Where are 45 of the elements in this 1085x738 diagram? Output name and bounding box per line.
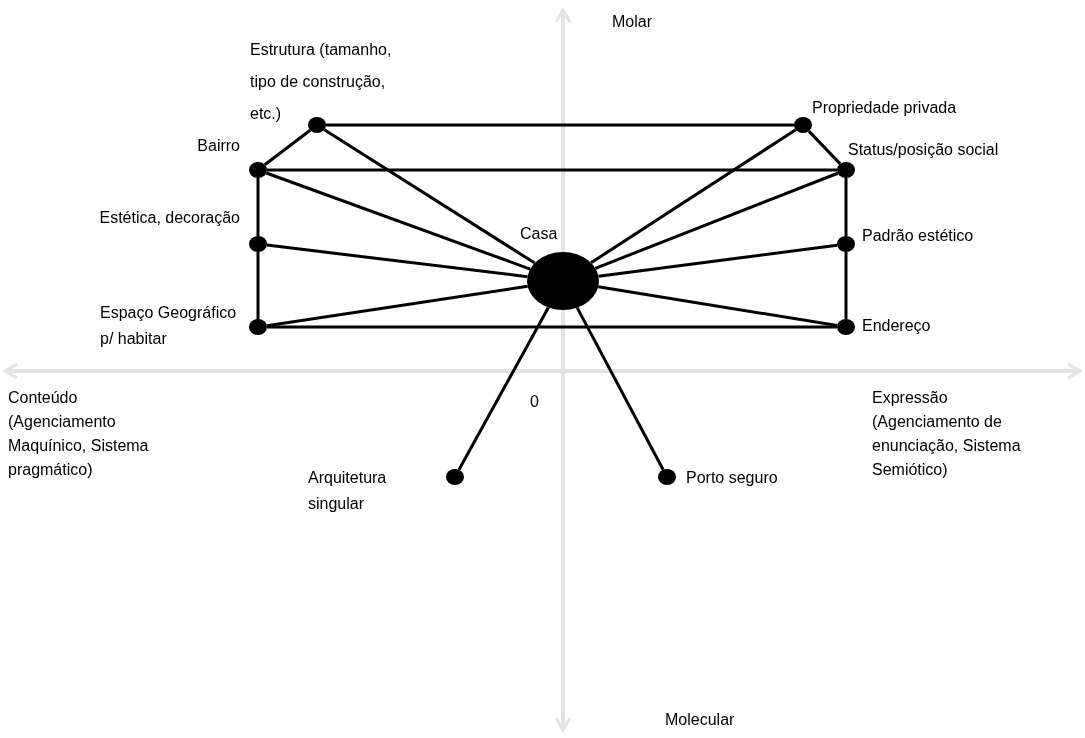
- dot-node: [837, 236, 855, 252]
- node-label: Propriedade privada: [812, 98, 958, 118]
- connector-line: [256, 252, 260, 319]
- node-label: Arquitetura singular: [308, 468, 388, 514]
- connector-line: [267, 168, 837, 172]
- dot-node: [837, 162, 855, 178]
- node-label: Status/posição social: [848, 140, 1000, 160]
- dot-node: [249, 319, 267, 335]
- dot-node: [308, 117, 326, 133]
- connector-line: [598, 243, 838, 278]
- connector-line: [323, 128, 536, 265]
- axis-label: Molar: [612, 12, 653, 32]
- node-label: Espaço Geográfico p/ habitar: [100, 303, 238, 349]
- node-label: Bairro: [196, 136, 240, 156]
- dot-node: [249, 162, 267, 178]
- dot-node: [794, 117, 812, 133]
- connector-line: [594, 171, 839, 270]
- connector-line: [590, 128, 797, 265]
- connector-line: [256, 178, 260, 236]
- node-label: Estética, decoração: [98, 208, 240, 228]
- node-label: Padrão estético: [862, 226, 975, 246]
- connector-line: [844, 178, 848, 236]
- axis-label: Conteúdo (Agenciamento Maquínico, Sistema pragmático): [8, 388, 150, 480]
- dot-node: [249, 236, 267, 252]
- node-label: Estrutura (tamanho, tipo de construção, etc.): [250, 40, 393, 124]
- dot-node: [658, 469, 676, 485]
- central-ellipse: [527, 252, 599, 310]
- connector-line: [575, 306, 665, 471]
- connector-line: [266, 284, 528, 328]
- axis-label: Expressão (Agenciamento de enunciação, Sistema Semiótico): [872, 388, 1022, 480]
- connector-line: [598, 285, 838, 328]
- dot-node: [837, 319, 855, 335]
- connector-line: [267, 325, 837, 329]
- axis-label: 0: [530, 392, 540, 412]
- connector-line: [266, 243, 528, 279]
- axis-label: Molecular: [665, 710, 736, 730]
- connector-line: [263, 129, 312, 166]
- dot-node: [446, 469, 464, 485]
- connector-line: [457, 306, 550, 471]
- node-label: Casa: [520, 224, 559, 244]
- connector-line: [265, 171, 531, 271]
- connector-line: [807, 130, 842, 165]
- connector-line: [844, 252, 848, 319]
- node-label: Endereço: [862, 316, 932, 336]
- connector-line: [326, 123, 794, 127]
